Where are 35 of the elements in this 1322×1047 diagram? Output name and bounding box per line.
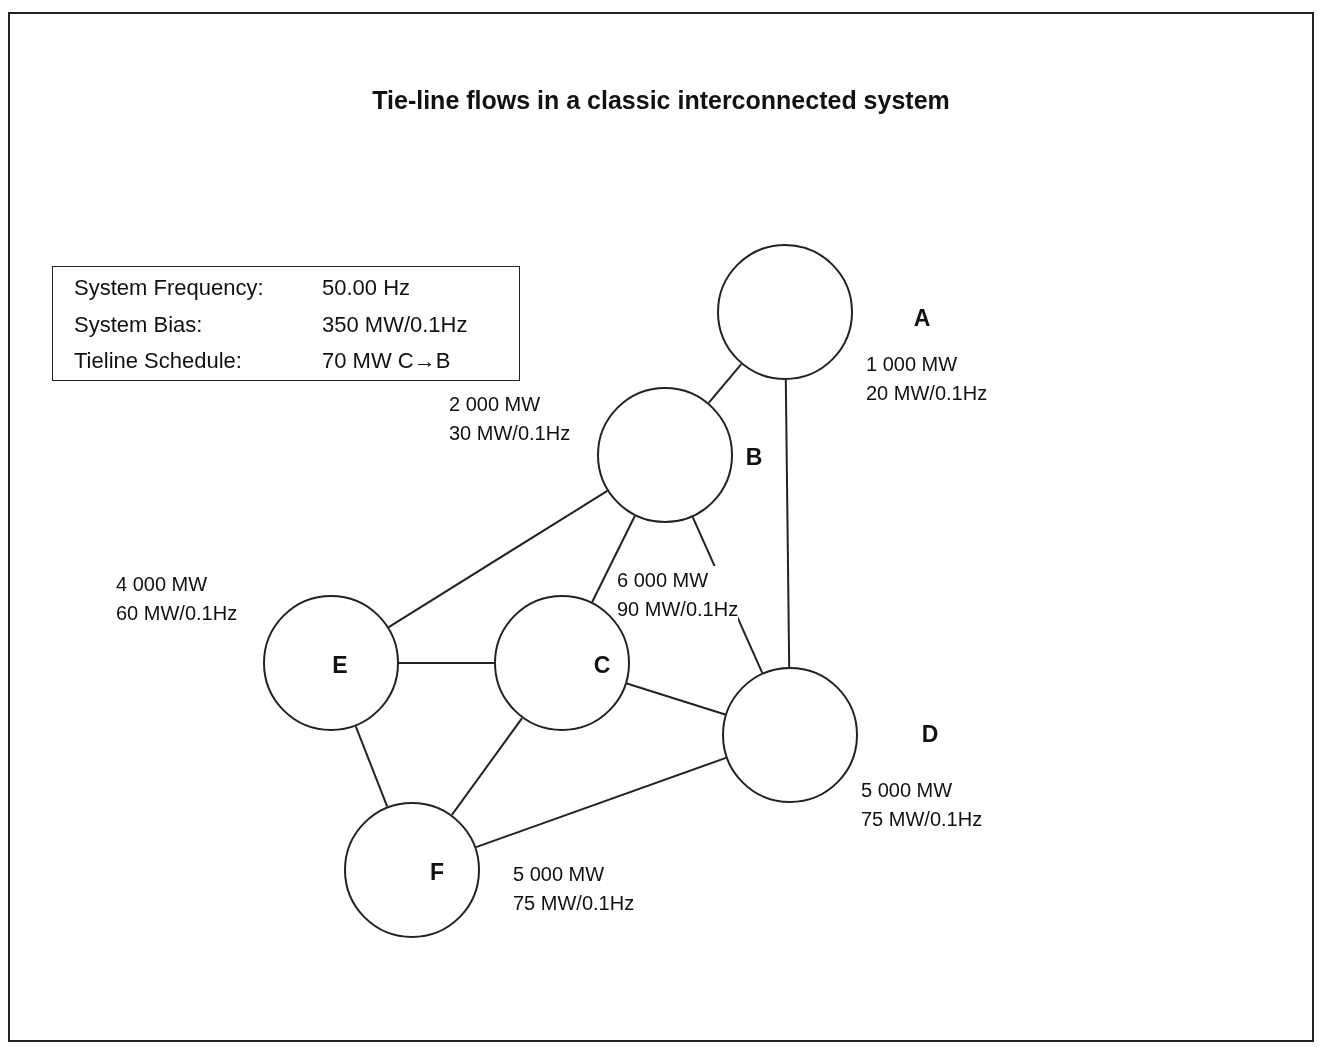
tie-line xyxy=(591,514,636,604)
area-rating: 1 000 MW xyxy=(866,352,959,377)
info-value: 350 MW/0.1Hz xyxy=(322,310,469,339)
area-rating: 4 000 MW xyxy=(116,572,209,597)
tie-line xyxy=(398,662,495,664)
area-letter: D xyxy=(921,722,939,746)
area-rating: 75 MW/0.1Hz xyxy=(861,807,983,832)
area-rating: 6 000 MW xyxy=(617,568,710,593)
tie-line xyxy=(784,379,791,668)
area-rating: 75 MW/0.1Hz xyxy=(513,891,635,916)
area-rating: 20 MW/0.1Hz xyxy=(866,381,988,406)
tie-line xyxy=(450,717,524,816)
tie-line xyxy=(387,489,609,629)
info-value: 70 MW C→B xyxy=(322,347,452,376)
area-letter: A xyxy=(913,306,931,330)
info-value: 50.00 Hz xyxy=(322,274,412,302)
info-box xyxy=(52,266,520,381)
tie-line xyxy=(707,363,743,404)
info-label: Tieline Schedule: xyxy=(74,347,243,376)
area-rating: 5 000 MW xyxy=(861,778,954,803)
area-letter: E xyxy=(332,653,348,677)
area-letter: F xyxy=(429,860,445,884)
info-label: System Frequency: xyxy=(74,274,265,302)
diagram-title: Tie-line flows in a classic interconnected system xyxy=(372,86,950,115)
area-letter: C xyxy=(593,653,611,677)
tie-line xyxy=(354,725,389,808)
area-rating: 60 MW/0.1Hz xyxy=(116,601,238,626)
area-rating: 5 000 MW xyxy=(513,862,606,887)
area-rating: 2 000 MW xyxy=(449,392,542,417)
area-letter: B xyxy=(745,445,763,469)
area-rating: 90 MW/0.1Hz xyxy=(617,597,739,622)
info-label: System Bias: xyxy=(74,310,204,339)
tie-line xyxy=(475,756,727,849)
area-rating: 30 MW/0.1Hz xyxy=(449,421,571,446)
tie-line xyxy=(625,682,727,716)
